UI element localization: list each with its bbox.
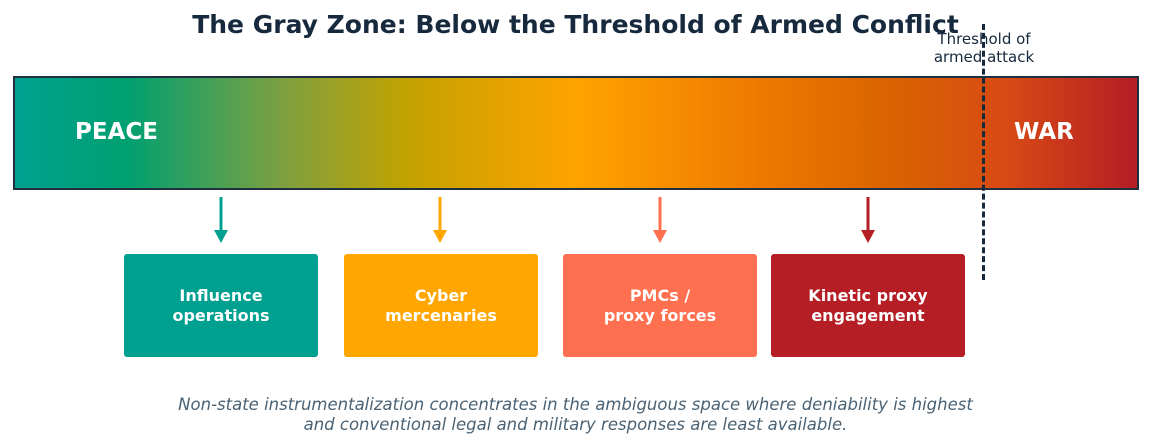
arrow-head: [214, 230, 228, 243]
peace-label: PEACE: [75, 119, 158, 145]
arrow-down-icon: [433, 197, 447, 243]
influence-operations-box: Influence operations: [124, 254, 318, 357]
pmcs-proxy-forces-box: PMCs / proxy forces: [563, 254, 757, 357]
threshold-dashed-line: [982, 24, 985, 280]
threshold-label: Threshold of armed attack: [933, 30, 1035, 66]
arrow-down-icon: [214, 197, 228, 243]
war-label: WAR: [1014, 119, 1074, 145]
peace-war-spectrum-bar: [13, 76, 1139, 190]
caption: Non-state instrumentalization concentrat…: [178, 395, 973, 434]
arrow-head: [861, 230, 875, 243]
arrow-down-icon: [653, 197, 667, 243]
cyber-mercenaries-box: Cyber mercenaries: [344, 254, 538, 357]
arrow-head: [653, 230, 667, 243]
arrow-down-icon: [861, 197, 875, 243]
kinetic-proxy-engagement-box: Kinetic proxy engagement: [771, 254, 965, 357]
diagram-title: The Gray Zone: Below the Threshold of Ar…: [192, 10, 959, 39]
arrow-head: [433, 230, 447, 243]
